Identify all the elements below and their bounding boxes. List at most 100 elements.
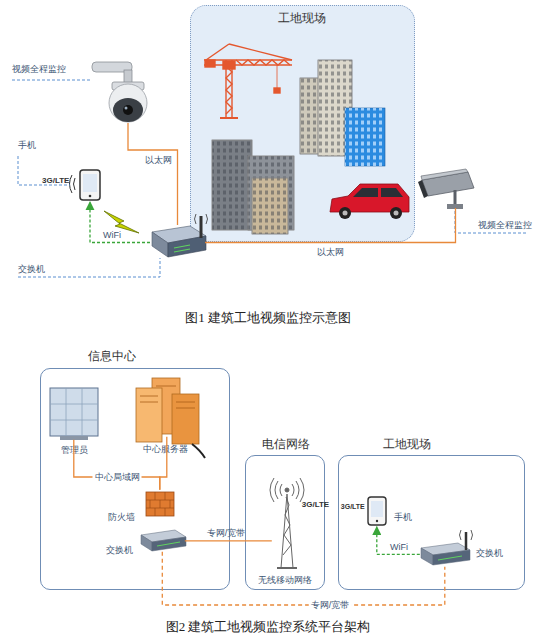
edge-label: 以太网 bbox=[143, 155, 174, 165]
building-group bbox=[318, 60, 352, 156]
device-label: 视频全程监控 bbox=[12, 64, 66, 74]
device-label: 防火墙 bbox=[108, 512, 135, 522]
server-group bbox=[136, 378, 205, 458]
video-wall bbox=[50, 388, 98, 440]
dome-camera bbox=[124, 70, 132, 84]
tower-crane bbox=[204, 59, 292, 60]
mobile-phone bbox=[70, 170, 101, 200]
network-switch bbox=[460, 530, 473, 540]
cell-tower bbox=[270, 478, 282, 502]
network-switch bbox=[465, 532, 468, 550]
firewall-brick bbox=[146, 492, 174, 516]
building-group bbox=[212, 140, 252, 230]
network-switch bbox=[168, 236, 206, 257]
box-camera bbox=[418, 169, 474, 209]
cell-tower bbox=[281, 494, 293, 568]
network-switch bbox=[152, 226, 206, 243]
mobile-phone bbox=[376, 520, 378, 522]
network-switch bbox=[141, 535, 152, 551]
network-switch bbox=[433, 550, 470, 565]
tower-crane bbox=[277, 65, 278, 88]
tower-crane bbox=[206, 44, 229, 60]
zone-title: 工地现场 bbox=[278, 12, 326, 26]
network-switch bbox=[141, 530, 186, 542]
box-camera bbox=[418, 180, 428, 198]
cable-link bbox=[185, 540, 272, 541]
tower-crane bbox=[229, 44, 292, 60]
signal-label: 3G/LTE bbox=[302, 500, 329, 509]
network-switch bbox=[421, 548, 433, 565]
device-label: 中心服务器 bbox=[143, 444, 188, 454]
cell-tower bbox=[285, 488, 289, 492]
dome-camera bbox=[113, 98, 143, 122]
site-zone: 工地现场 bbox=[190, 5, 415, 242]
tower-crane bbox=[204, 44, 292, 118]
video-wall bbox=[50, 388, 98, 436]
device-label: 无线移动网络 bbox=[258, 575, 312, 585]
leader-line bbox=[12, 80, 528, 277]
telecom-zone: 电信网络3G/LTE无线移动网络 bbox=[245, 455, 325, 590]
tower-crane bbox=[205, 60, 215, 67]
red-car bbox=[394, 211, 399, 216]
server-group bbox=[136, 388, 162, 442]
network-switch: 交换机 bbox=[420, 542, 470, 567]
cell-tower bbox=[277, 567, 297, 569]
edge-label: 中心局域网 bbox=[93, 472, 142, 482]
mobile-phone bbox=[80, 170, 100, 200]
red-car bbox=[381, 188, 403, 197]
mobile-phone: 手机3G/LTE bbox=[78, 168, 102, 202]
mobile-phone bbox=[89, 195, 92, 198]
server-group bbox=[172, 394, 199, 444]
building-group bbox=[212, 60, 385, 234]
network-switch bbox=[152, 537, 186, 551]
network-switch: 交换机 bbox=[140, 530, 185, 552]
tower-crane bbox=[223, 61, 235, 69]
network-switch bbox=[157, 542, 180, 546]
network-switch bbox=[200, 216, 203, 238]
dome-camera bbox=[112, 82, 144, 90]
signal-label: 3G/LTE bbox=[341, 503, 365, 511]
box-camera bbox=[454, 190, 457, 205]
mobile-phone bbox=[368, 497, 386, 525]
mobile-phone bbox=[371, 501, 383, 517]
mobile-phone bbox=[83, 174, 97, 192]
dashed-link bbox=[377, 527, 420, 555]
network-switch bbox=[195, 214, 208, 224]
figure-caption: 图1 建筑工地视频监控示意图 bbox=[185, 310, 351, 326]
cable-link bbox=[128, 123, 178, 225]
edge-label: WiFi bbox=[388, 542, 410, 552]
network-switch bbox=[438, 556, 462, 560]
cell-tower bbox=[283, 497, 291, 555]
building-group bbox=[300, 78, 322, 154]
figure-caption: 图2 建筑工地视频监控系统平台架构 bbox=[166, 619, 371, 635]
leader-line bbox=[455, 211, 528, 233]
edge-label: 以太网 bbox=[315, 247, 346, 257]
wifi-lightning bbox=[104, 211, 139, 233]
tower-crane bbox=[204, 64, 292, 65]
firewall-brick bbox=[146, 492, 174, 516]
edge-label: 专网/宽带 bbox=[309, 600, 352, 610]
cell-tower bbox=[270, 478, 304, 568]
tower-crane bbox=[231, 60, 232, 118]
building-group bbox=[248, 156, 294, 230]
wifi-lightning bbox=[104, 211, 139, 233]
video-wall: 管理员 bbox=[48, 385, 100, 440]
mobile-phone bbox=[70, 175, 73, 193]
server-group: 中心服务器 bbox=[132, 375, 202, 437]
cell-tower bbox=[292, 478, 304, 502]
edge-label: 专网/宽带 bbox=[205, 528, 248, 538]
red-car bbox=[330, 184, 409, 212]
box-camera: 视频全程监控 bbox=[428, 170, 483, 208]
box-camera bbox=[421, 169, 468, 180]
dome-camera bbox=[92, 62, 132, 72]
red-car bbox=[330, 184, 409, 219]
device-label: 手机 bbox=[394, 512, 412, 522]
dome-camera bbox=[109, 84, 147, 122]
building-group bbox=[252, 178, 288, 234]
building-group bbox=[318, 60, 352, 156]
dome-camera: 视频全程监控 bbox=[96, 55, 160, 123]
network-switch bbox=[421, 530, 473, 565]
dashed-link bbox=[90, 202, 150, 243]
zone-title: 工地现场 bbox=[383, 438, 431, 452]
building-group bbox=[252, 178, 288, 234]
